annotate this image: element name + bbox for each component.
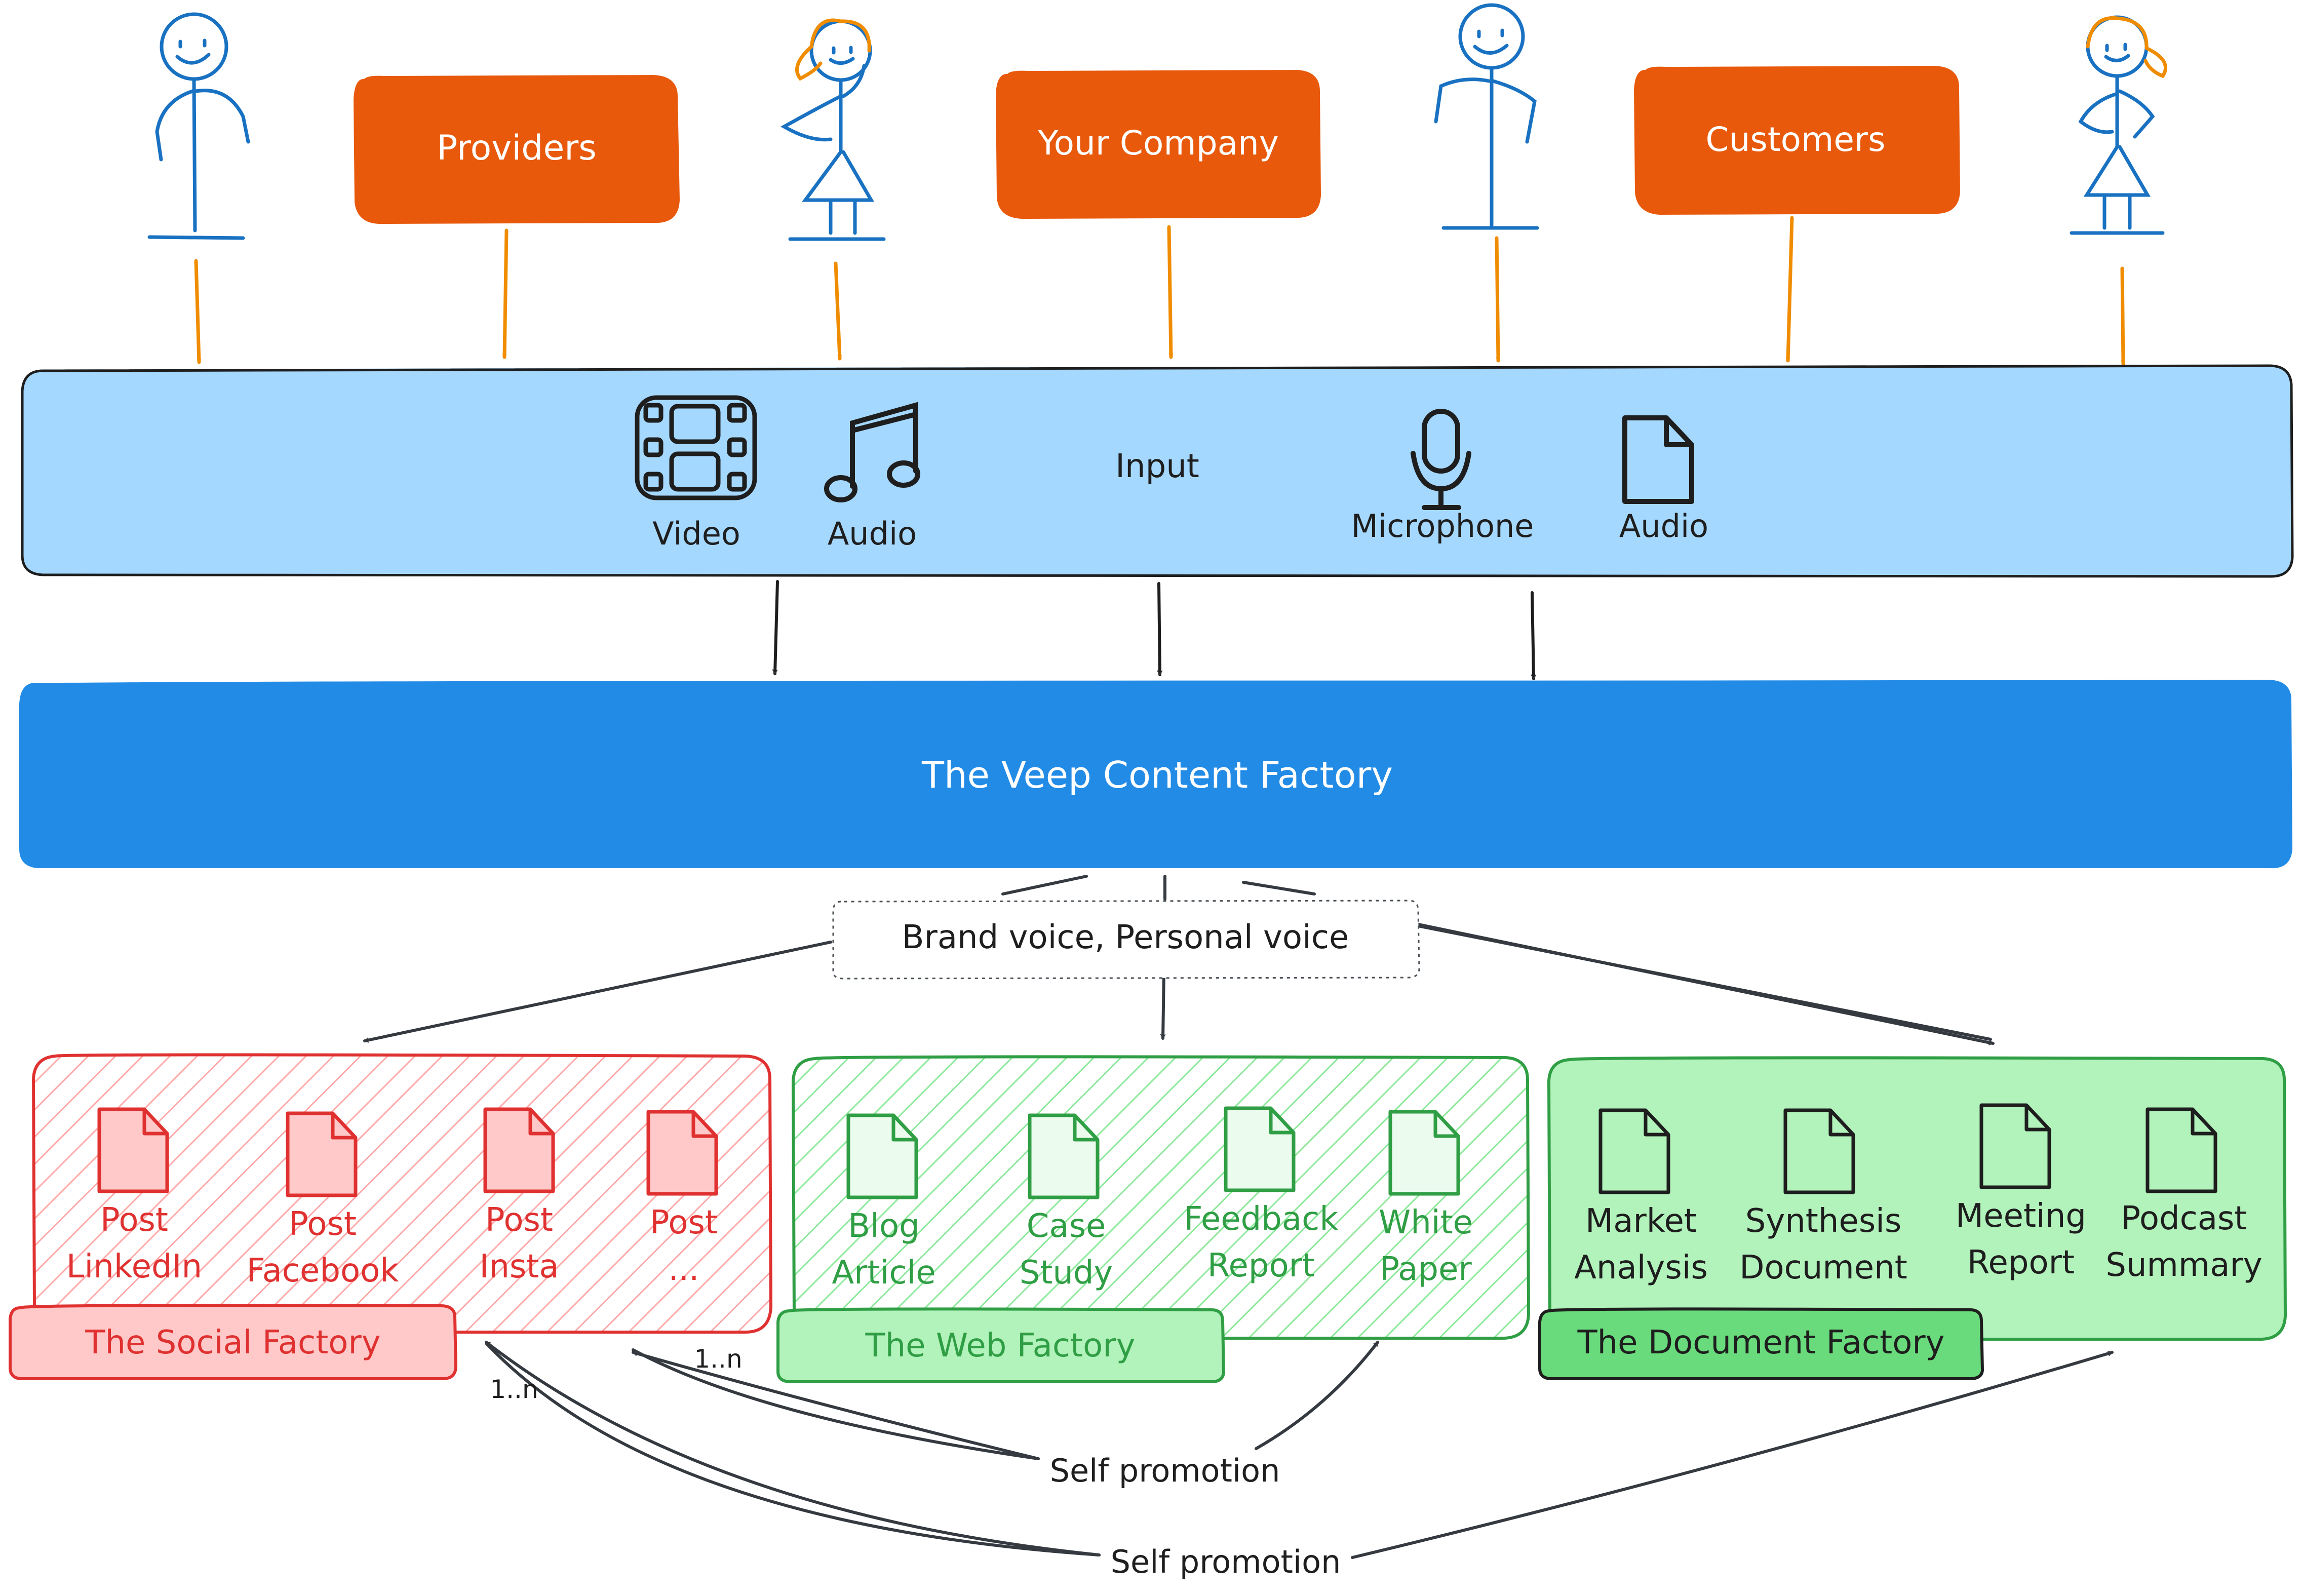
input-band: Input Video Audio Microphone <box>21 364 2294 578</box>
web-doc-icon-1 <box>846 1113 918 1199</box>
social-doc-icon-4 <box>646 1110 718 1196</box>
web-item-line1-3: Feedback <box>1184 1200 1339 1238</box>
your-company-label: Your Company <box>1037 124 1279 163</box>
web-item-line2-2: Study <box>1020 1254 1113 1292</box>
document-item-line1-1: Market <box>1585 1202 1697 1240</box>
social-item-line1-1: Post <box>100 1201 168 1239</box>
voice-label-box: Brand voice, Personal voice <box>832 900 1420 980</box>
social-item-line1-3: Post <box>485 1201 553 1239</box>
content-factory-band[interactable]: The Veep Content Factory <box>19 679 2293 869</box>
input-item-label-audio: Audio <box>828 515 917 552</box>
web-factory-title: The Web Factory <box>865 1327 1135 1365</box>
microphone-icon <box>1411 409 1471 510</box>
document-doc-icon-2 <box>1783 1108 1855 1194</box>
person-figure-3 <box>1434 3 1539 230</box>
input-item-label-video: Video <box>652 515 740 552</box>
web-doc-icon-4 <box>1388 1110 1460 1196</box>
document-doc-icon-3 <box>1979 1103 2051 1189</box>
web-item-line1-1: Blog <box>848 1208 919 1245</box>
film-icon <box>635 395 757 500</box>
multiplicity-label-2: 1..n <box>490 1375 538 1404</box>
social-item-line2-4: ... <box>668 1251 699 1288</box>
document-doc-icon-1 <box>1598 1108 1670 1194</box>
orange-arrows <box>194 216 2123 366</box>
input-item-label-microphone: Microphone <box>1351 508 1534 544</box>
document-factory-panel <box>1547 1056 2287 1341</box>
social-item-line1-4: Post <box>650 1204 718 1241</box>
person-figure-4 <box>2070 15 2168 235</box>
social-doc-icon-3 <box>483 1107 555 1193</box>
social-item-line2-1: LinkedIn <box>66 1248 202 1286</box>
customers-label: Customers <box>1706 120 1886 159</box>
document-item-line2-2: Document <box>1739 1249 1907 1287</box>
self-promotion-label-1: Self promotion <box>1050 1452 1280 1489</box>
document-icon <box>1622 415 1694 504</box>
input-item-label-audio-file: Audio <box>1619 508 1708 544</box>
web-doc-icon-3 <box>1224 1106 1296 1192</box>
your-company-box[interactable]: Your Company <box>995 69 1321 219</box>
social-item-line2-2: Facebook <box>247 1252 399 1290</box>
document-factory-title: The Document Factory <box>1577 1324 1944 1361</box>
document-item-line1-4: Podcast <box>2121 1200 2247 1237</box>
document-factory-tag[interactable] <box>1538 1307 1984 1380</box>
input-to-factory-arrows <box>775 580 1534 680</box>
providers-label: Providers <box>437 128 596 168</box>
social-item-line1-2: Post <box>289 1205 357 1243</box>
factory-output-arrows <box>365 875 1993 1043</box>
music-note-icon <box>824 402 920 502</box>
web-factory-tag[interactable] <box>776 1307 1226 1383</box>
document-item-line2-3: Report <box>1967 1244 2075 1281</box>
self-promotion-arrows <box>485 1341 2114 1559</box>
social-factory-title: The Social Factory <box>85 1324 380 1361</box>
web-item-line1-4: White <box>1379 1204 1473 1241</box>
document-factory-group: Market Analysis Synthesis Document Meeti… <box>1538 1056 2287 1380</box>
social-doc-icon-1 <box>97 1107 169 1193</box>
content-factory-title: The Veep Content Factory <box>921 754 1393 796</box>
person-figure-2 <box>780 18 886 241</box>
web-item-line1-2: Case <box>1027 1208 1106 1245</box>
social-factory-tag[interactable] <box>9 1304 458 1380</box>
social-doc-icon-2 <box>286 1111 358 1197</box>
self-promotion-label-2: Self promotion <box>1111 1543 1341 1580</box>
document-item-line1-3: Meeting <box>1956 1197 2086 1235</box>
customers-box[interactable]: Customers <box>1633 65 1961 215</box>
document-doc-icon-4 <box>2145 1107 2217 1193</box>
voice-label: Brand voice, Personal voice <box>902 919 1349 956</box>
web-doc-icon-2 <box>1028 1113 1100 1199</box>
social-item-line2-3: Insta <box>479 1248 559 1286</box>
person-figure-1 <box>147 12 250 240</box>
social-factory-group: Post LinkedIn Post Facebook Post Insta P… <box>9 1053 773 1380</box>
multiplicity-label-1: 1..n <box>694 1344 742 1374</box>
web-item-line2-1: Article <box>832 1254 935 1292</box>
input-title: Input <box>1115 448 1199 485</box>
document-item-line2-1: Analysis <box>1574 1249 1708 1287</box>
web-item-line2-4: Paper <box>1380 1251 1472 1288</box>
providers-box[interactable]: Providers <box>353 74 680 224</box>
document-item-line2-4: Summary <box>2105 1247 2262 1284</box>
web-factory-group: Blog Article Case Study Feedback Report … <box>776 1055 1531 1383</box>
web-item-line2-3: Report <box>1207 1247 1315 1284</box>
document-item-line1-2: Synthesis <box>1745 1202 1902 1240</box>
